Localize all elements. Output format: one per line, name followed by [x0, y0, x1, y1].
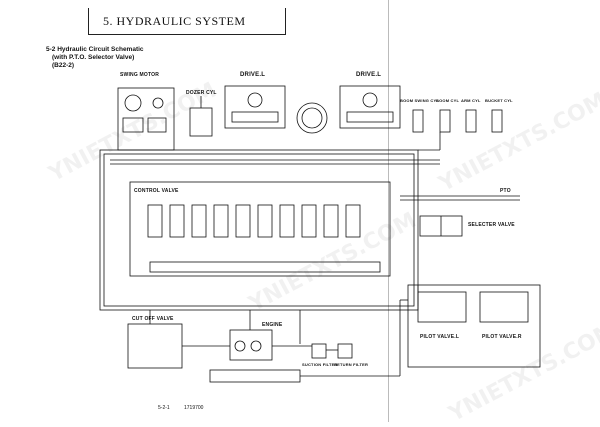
section-code: (B22-2): [52, 62, 75, 69]
header-box: 5. HYDRAULIC SYSTEM: [88, 8, 286, 35]
section-title: 5-2 Hydraulic Circuit Schematic: [46, 46, 144, 53]
pilot-frame: [407, 284, 541, 368]
return-filter: [337, 343, 353, 359]
cut-off-valve-box: [127, 323, 183, 369]
pto-label: PTO: [500, 188, 511, 194]
control-valve-box: [129, 181, 391, 277]
engine-label: ENGINE: [262, 322, 283, 328]
suction-filter-label: SUCTION FILTER: [302, 362, 338, 367]
boom-swing-cyl: [412, 109, 424, 133]
main-piping-frame: [99, 149, 419, 311]
boom-swing-cyl-label: BOOM SWING CYL: [400, 98, 440, 103]
pilot-valve-r: [479, 291, 529, 323]
bucket-cyl: [491, 109, 503, 133]
control-valve-spools: [147, 204, 361, 238]
section-subtitle: (with P.T.O. Selector Valve): [52, 54, 135, 61]
pilot-valve-l: [417, 291, 467, 323]
selector-valve-label: SELECTER VALVE: [468, 222, 515, 228]
drive-l-right-box: [339, 85, 401, 129]
footer-code: 1719700: [184, 405, 204, 411]
swing-motor-brake: [152, 97, 164, 109]
cut-off-valve-label: CUT OFF VALVE: [132, 316, 174, 322]
page-fold-line: [388, 0, 389, 422]
control-valve-label: CONTROL VALVE: [134, 188, 179, 194]
dozer-cyl: [189, 107, 213, 137]
drive-l-left-box: [224, 85, 286, 129]
footer-page-number: 5-2-1: [158, 405, 170, 411]
dozer-cyl-label: DOZER CYL: [186, 90, 217, 96]
swing-motor-symbol: [124, 94, 142, 112]
arm-cyl-label: ARM CYL: [461, 98, 481, 103]
swing-motor-label: SWING MOTOR: [120, 72, 160, 78]
drive-l-left-label: DRIVE.L: [240, 72, 266, 78]
pilot-valve-r-label: PILOT VALVE.R: [482, 334, 522, 340]
return-filter-label: RETURN FILTER: [334, 362, 369, 367]
pilot-valve-l-label: PILOT VALVE.L: [420, 334, 460, 340]
page-title: 5. HYDRAULIC SYSTEM: [103, 14, 246, 28]
bucket-cyl-label: BUCKET CYL: [485, 98, 513, 103]
arm-cyl: [465, 109, 477, 133]
boom-cyl: [439, 109, 451, 133]
drive-l-right-label: DRIVE.L: [356, 72, 382, 78]
suction-filter: [311, 343, 327, 359]
boom-cyl-label: BOOM CYL: [436, 98, 460, 103]
engine-pump: [229, 329, 273, 361]
hydraulic-tank: [209, 369, 301, 383]
center-swivel: [296, 102, 328, 134]
